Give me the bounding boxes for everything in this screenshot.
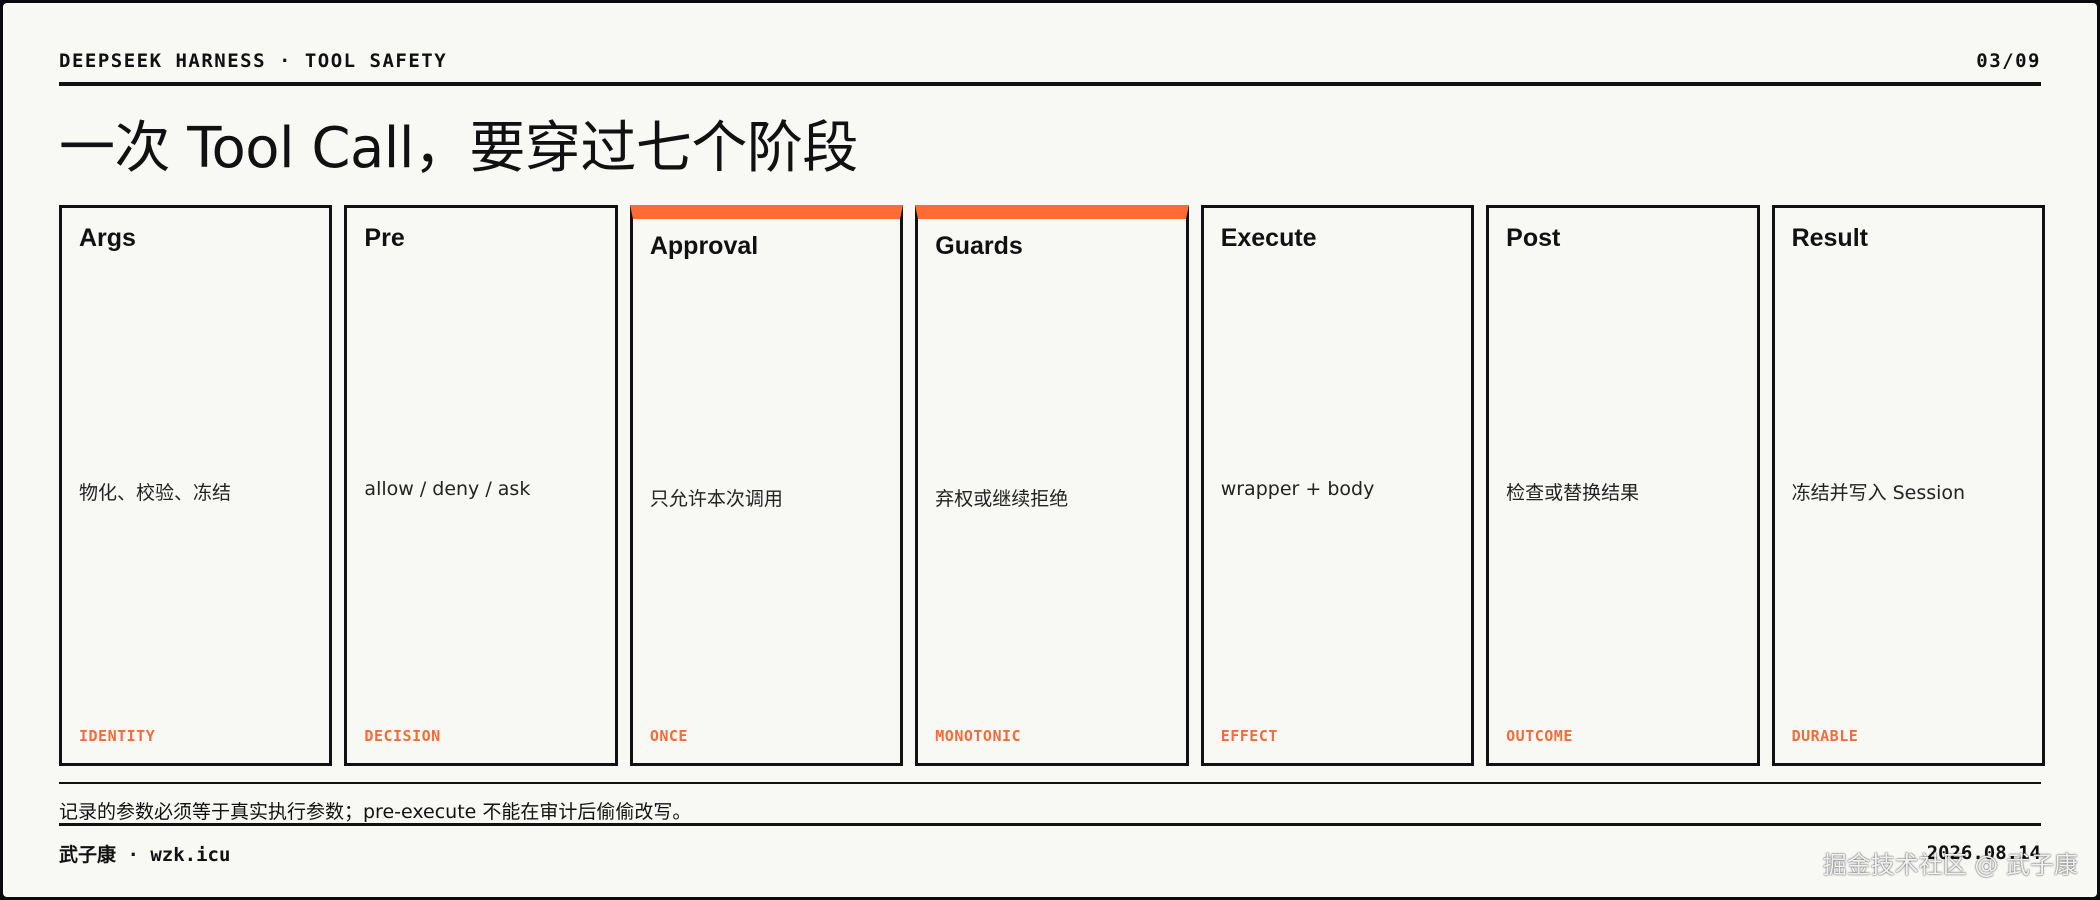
stage-description: wrapper + body [1220,478,1375,500]
slide-title: 一次 Tool Call，要穿过七个阶段 [59,116,858,181]
stage-description: 只允许本次调用 [649,488,783,510]
stage-title: Execute [1220,224,1317,252]
stage-card-guards: Guards 弃权或继续拒绝 MONOTONIC [915,205,1189,766]
footnote: 记录的参数必须等于真实执行参数；pre-execute 不能在审计后偷偷改写。 [59,801,692,823]
stage-description: allow / deny / ask [364,478,531,500]
stage-title: Guards [935,232,1023,260]
stage-title: Result [1791,224,1868,252]
stage-tag: DECISION [364,727,441,745]
stage-description: 物化、校验、冻结 [79,482,232,504]
stage-title: Pre [364,224,405,252]
slide-date: 2026.08.14 [1926,842,2041,864]
stage-tag: IDENTITY [79,727,156,745]
stage-card-execute: Execute wrapper + body EFFECT [1200,205,1475,766]
watermark: 掘金技术社区 @ 武子康 [1822,851,2078,879]
stage-tag: EFFECT [1220,727,1278,745]
stage-description: 弃权或继续拒绝 [935,488,1069,510]
note-divider [59,782,2041,784]
stage-cards: Args 物化、校验、冻结 IDENTITY Pre allow / deny … [59,205,2045,766]
stage-tag: DURABLE [1791,727,1859,745]
stage-tag: MONOTONIC [935,727,1022,745]
slide-footer: 武子康 · wzk.icu 2026.08.14 [59,841,2041,866]
stage-title: Args [79,224,136,252]
page-number: 03/09 [1976,50,2041,72]
slide-header: DEEPSEEK HARNESS · TOOL SAFETY 03/09 [59,49,2041,73]
header-divider [59,82,2041,86]
stage-title: Approval [649,232,759,260]
stage-title: Post [1506,224,1561,252]
stage-card-post: Post 检查或替换结果 OUTCOME [1486,205,1760,766]
stage-tag: ONCE [649,727,688,745]
stage-card-result: Result 冻结并写入 Session DURABLE [1771,205,2045,766]
header-label: DEEPSEEK HARNESS · TOOL SAFETY [59,50,448,72]
author-credit: 武子康 · wzk.icu [59,843,231,866]
stage-description: 检查或替换结果 [1506,482,1640,504]
stage-card-pre: Pre allow / deny / ask DECISION [344,205,618,766]
stage-tag: OUTCOME [1506,727,1573,745]
stage-description: 冻结并写入 Session [1791,482,1966,504]
footer-divider [59,823,2041,826]
stage-card-args: Args 物化、校验、冻结 IDENTITY [59,205,333,766]
slide: DEEPSEEK HARNESS · TOOL SAFETY 03/09 一次 … [3,3,2097,897]
stage-card-approval: Approval 只允许本次调用 ONCE [629,205,904,766]
